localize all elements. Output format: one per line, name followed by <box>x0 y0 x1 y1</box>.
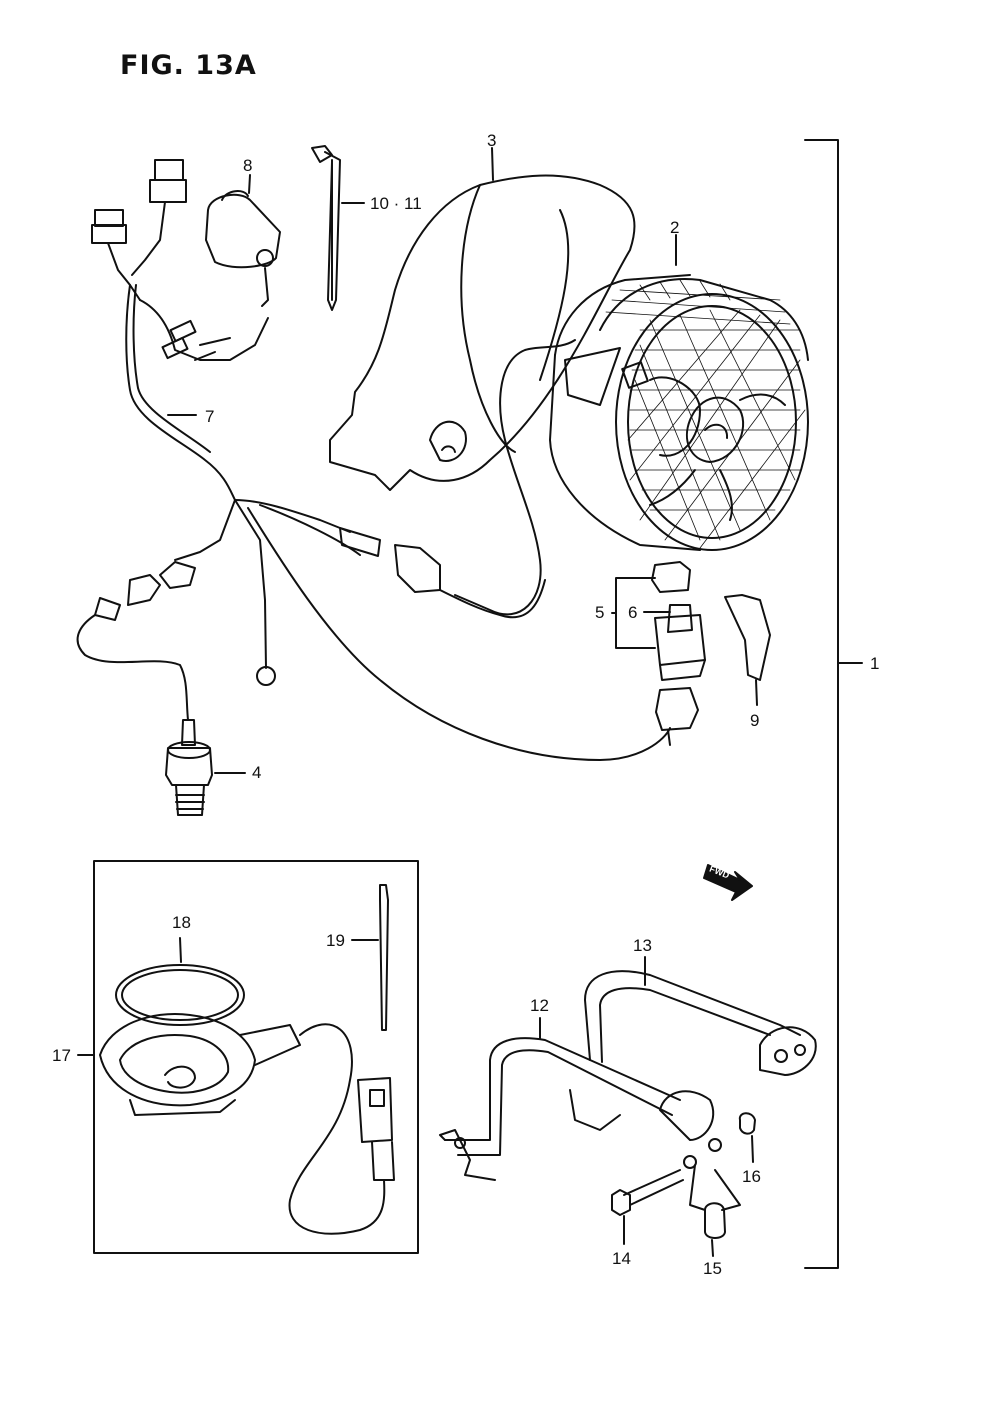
callout-2: 2 <box>670 218 680 237</box>
callout-8: 8 <box>243 156 253 175</box>
callout-3: 3 <box>487 131 497 150</box>
callout-9: 9 <box>750 711 760 730</box>
callout-15: 15 <box>703 1259 722 1278</box>
callout-18: 18 <box>172 913 191 932</box>
callout-4: 4 <box>252 763 262 782</box>
callout-5: 5 <box>595 603 605 622</box>
callout-14: 14 <box>612 1249 631 1268</box>
callout-10-11: 10 · 11 <box>370 194 422 213</box>
stay-brackets <box>439 956 817 1257</box>
callout-12: 12 <box>530 996 549 1015</box>
fwd-arrow-icon <box>703 864 753 901</box>
callout-1: 1 <box>870 654 880 673</box>
cable-clamp <box>311 145 365 311</box>
kit-box <box>93 860 419 1254</box>
callout-17: 17 <box>52 1046 71 1065</box>
callout-13: 13 <box>633 936 652 955</box>
fan-shroud <box>329 147 636 491</box>
thermo-switch <box>165 741 246 816</box>
callout-16: 16 <box>742 1167 761 1186</box>
figure-title: FIG. 13A <box>120 50 257 81</box>
assembly-bracket <box>804 139 839 1269</box>
kit-parts <box>77 884 395 1235</box>
callout-6: 6 <box>628 603 638 622</box>
callout-19: 19 <box>326 931 345 950</box>
fan-motor <box>454 234 809 616</box>
main-harness <box>76 284 671 761</box>
relay-assembly <box>611 561 771 746</box>
sub-harness <box>91 159 281 361</box>
callout-7: 7 <box>205 407 215 426</box>
